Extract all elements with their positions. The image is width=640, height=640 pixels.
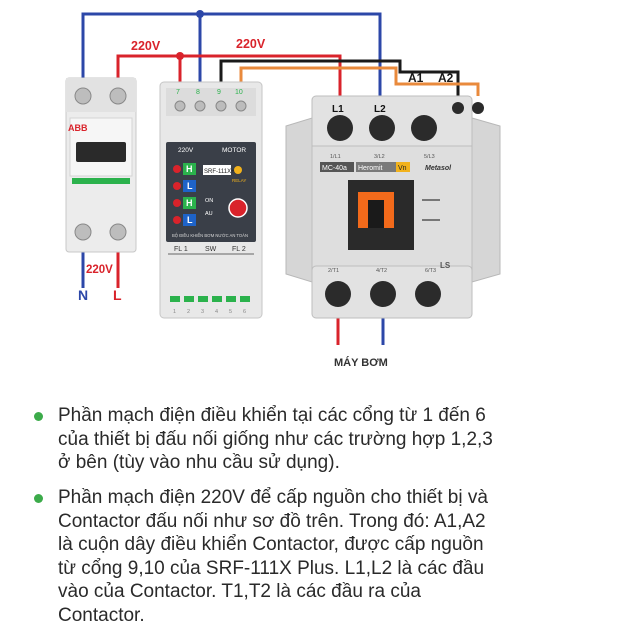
- contactor-out-label-t2: 4/T2: [376, 268, 387, 274]
- black-wire-a1: [219, 59, 460, 96]
- pole-label-5: 5/L3: [424, 154, 435, 160]
- led-label-l-1: L: [187, 181, 193, 191]
- bottom-terminal-6: 6: [243, 309, 246, 315]
- controller-face: [166, 142, 256, 242]
- controller-mode-button: [228, 198, 248, 218]
- label-l: L: [113, 287, 122, 303]
- bullet-dot: [34, 494, 43, 503]
- terminal-10: 10: [235, 89, 243, 96]
- breaker-screw-n-bottom: [74, 223, 92, 241]
- contactor-a1-screw: [452, 102, 464, 114]
- breaker-toggle: [76, 142, 126, 162]
- led-h-2: [173, 199, 181, 207]
- led-l-1: [173, 182, 181, 190]
- terminal-9: 9: [217, 89, 221, 96]
- controller-au-label: AU: [205, 211, 213, 217]
- label-fl1: FL 1: [174, 246, 188, 253]
- led-l-2: [173, 216, 181, 224]
- contactor-t1-screw: [325, 281, 351, 307]
- label-a2: A2: [438, 71, 454, 85]
- bottom-terminal-4: 4: [215, 309, 218, 315]
- bottom-terminal-1: 1: [173, 309, 176, 315]
- bottom-terminal-3: 3: [201, 309, 204, 315]
- controller-section-220v: 220V: [178, 147, 194, 154]
- contactor-brand-vn: Vn: [398, 165, 407, 172]
- red-junction: [176, 52, 184, 60]
- blue-junction: [196, 10, 204, 18]
- contactor-label-l2: L2: [374, 104, 386, 115]
- contactor-label-l1: L1: [332, 104, 344, 115]
- pump-label: MÁY BƠM: [334, 356, 388, 369]
- controller-unit: 7 8 9 10 220V MOTOR H L H L SRF-111X+ RE…: [159, 81, 263, 319]
- bottom-terminal-5: 5: [229, 309, 232, 315]
- circuit-breaker: ABB: [65, 77, 137, 253]
- contactor-l3-screw: [411, 115, 437, 141]
- breaker-brand: ABB: [68, 123, 88, 133]
- bullet-dot: [34, 412, 43, 421]
- contactor-a2-screw: [472, 102, 484, 114]
- led-h-1: [173, 165, 181, 173]
- relay-led: [234, 166, 242, 174]
- contactor-ls-logo: LS: [440, 261, 451, 270]
- breaker-screw-l-top: [109, 87, 127, 105]
- label-220v-right: 220V: [236, 37, 266, 51]
- label-n: N: [78, 287, 88, 303]
- pole-label-3: 3/L2: [374, 154, 385, 160]
- label-220v-bottom: 220V: [86, 264, 113, 276]
- controller-on-label: ON: [205, 198, 213, 204]
- label-sw: SW: [205, 246, 217, 253]
- contactor-l2-screw: [369, 115, 395, 141]
- wiring-diagram: 220V 220V A1 A2 220V N L ABB 7 8 9 10 22…: [65, 10, 501, 369]
- contactor-brand-heromit: Heromit: [358, 165, 383, 172]
- orange-wire-a2: [239, 66, 480, 96]
- contactor: L1 L2 1/L1 3/L2 5/L3 MC-40a Heromit Vn M…: [285, 95, 501, 319]
- terminal-7: 7: [176, 89, 180, 96]
- led-label-l-2: L: [187, 215, 193, 225]
- label-a1: A1: [408, 71, 424, 85]
- controller-caption: BỘ ĐIỀU KHIỂN BƠM NƯỚC AN TOÀN: [172, 233, 248, 238]
- breaker-screw-n-top: [74, 87, 92, 105]
- label-fl2: FL 2: [232, 246, 246, 253]
- note-2: Phần mạch điện 220V để cấp nguồn cho thi…: [34, 486, 488, 627]
- label-220v-left: 220V: [131, 39, 161, 53]
- bottom-terminal-2: 2: [187, 309, 190, 315]
- controller-model: SRF-111X+: [204, 169, 235, 175]
- note-1-text: Phần mạch điện điều khiển tại các cổng t…: [58, 405, 493, 473]
- contactor-t3-screw: [415, 281, 441, 307]
- contactor-out-label-t1: 2/T1: [328, 268, 339, 274]
- controller-section-motor: MOTOR: [222, 147, 246, 154]
- contactor-brand-metasol: Metasol: [425, 165, 452, 172]
- contactor-t2-screw: [370, 281, 396, 307]
- contactor-model: MC-40a: [322, 165, 347, 172]
- blue-wire-top: [81, 12, 382, 100]
- red-wire-top: [116, 54, 342, 100]
- controller-bottom-terminals: [170, 296, 250, 302]
- contactor-out-label-t3: 6/T3: [425, 268, 436, 274]
- led-label-h-1: H: [186, 164, 193, 174]
- pole-label-1: 1/L1: [330, 154, 341, 160]
- terminal-8: 8: [196, 89, 200, 96]
- relay-label: RELAY: [232, 178, 246, 183]
- note-2-text: Phần mạch điện 220V để cấp nguồn cho thi…: [58, 487, 488, 626]
- note-1: Phần mạch điện điều khiển tại các cổng t…: [34, 404, 493, 475]
- contactor-l1-screw: [327, 115, 353, 141]
- breaker-screw-l-bottom: [109, 223, 127, 241]
- led-label-h-2: H: [186, 198, 193, 208]
